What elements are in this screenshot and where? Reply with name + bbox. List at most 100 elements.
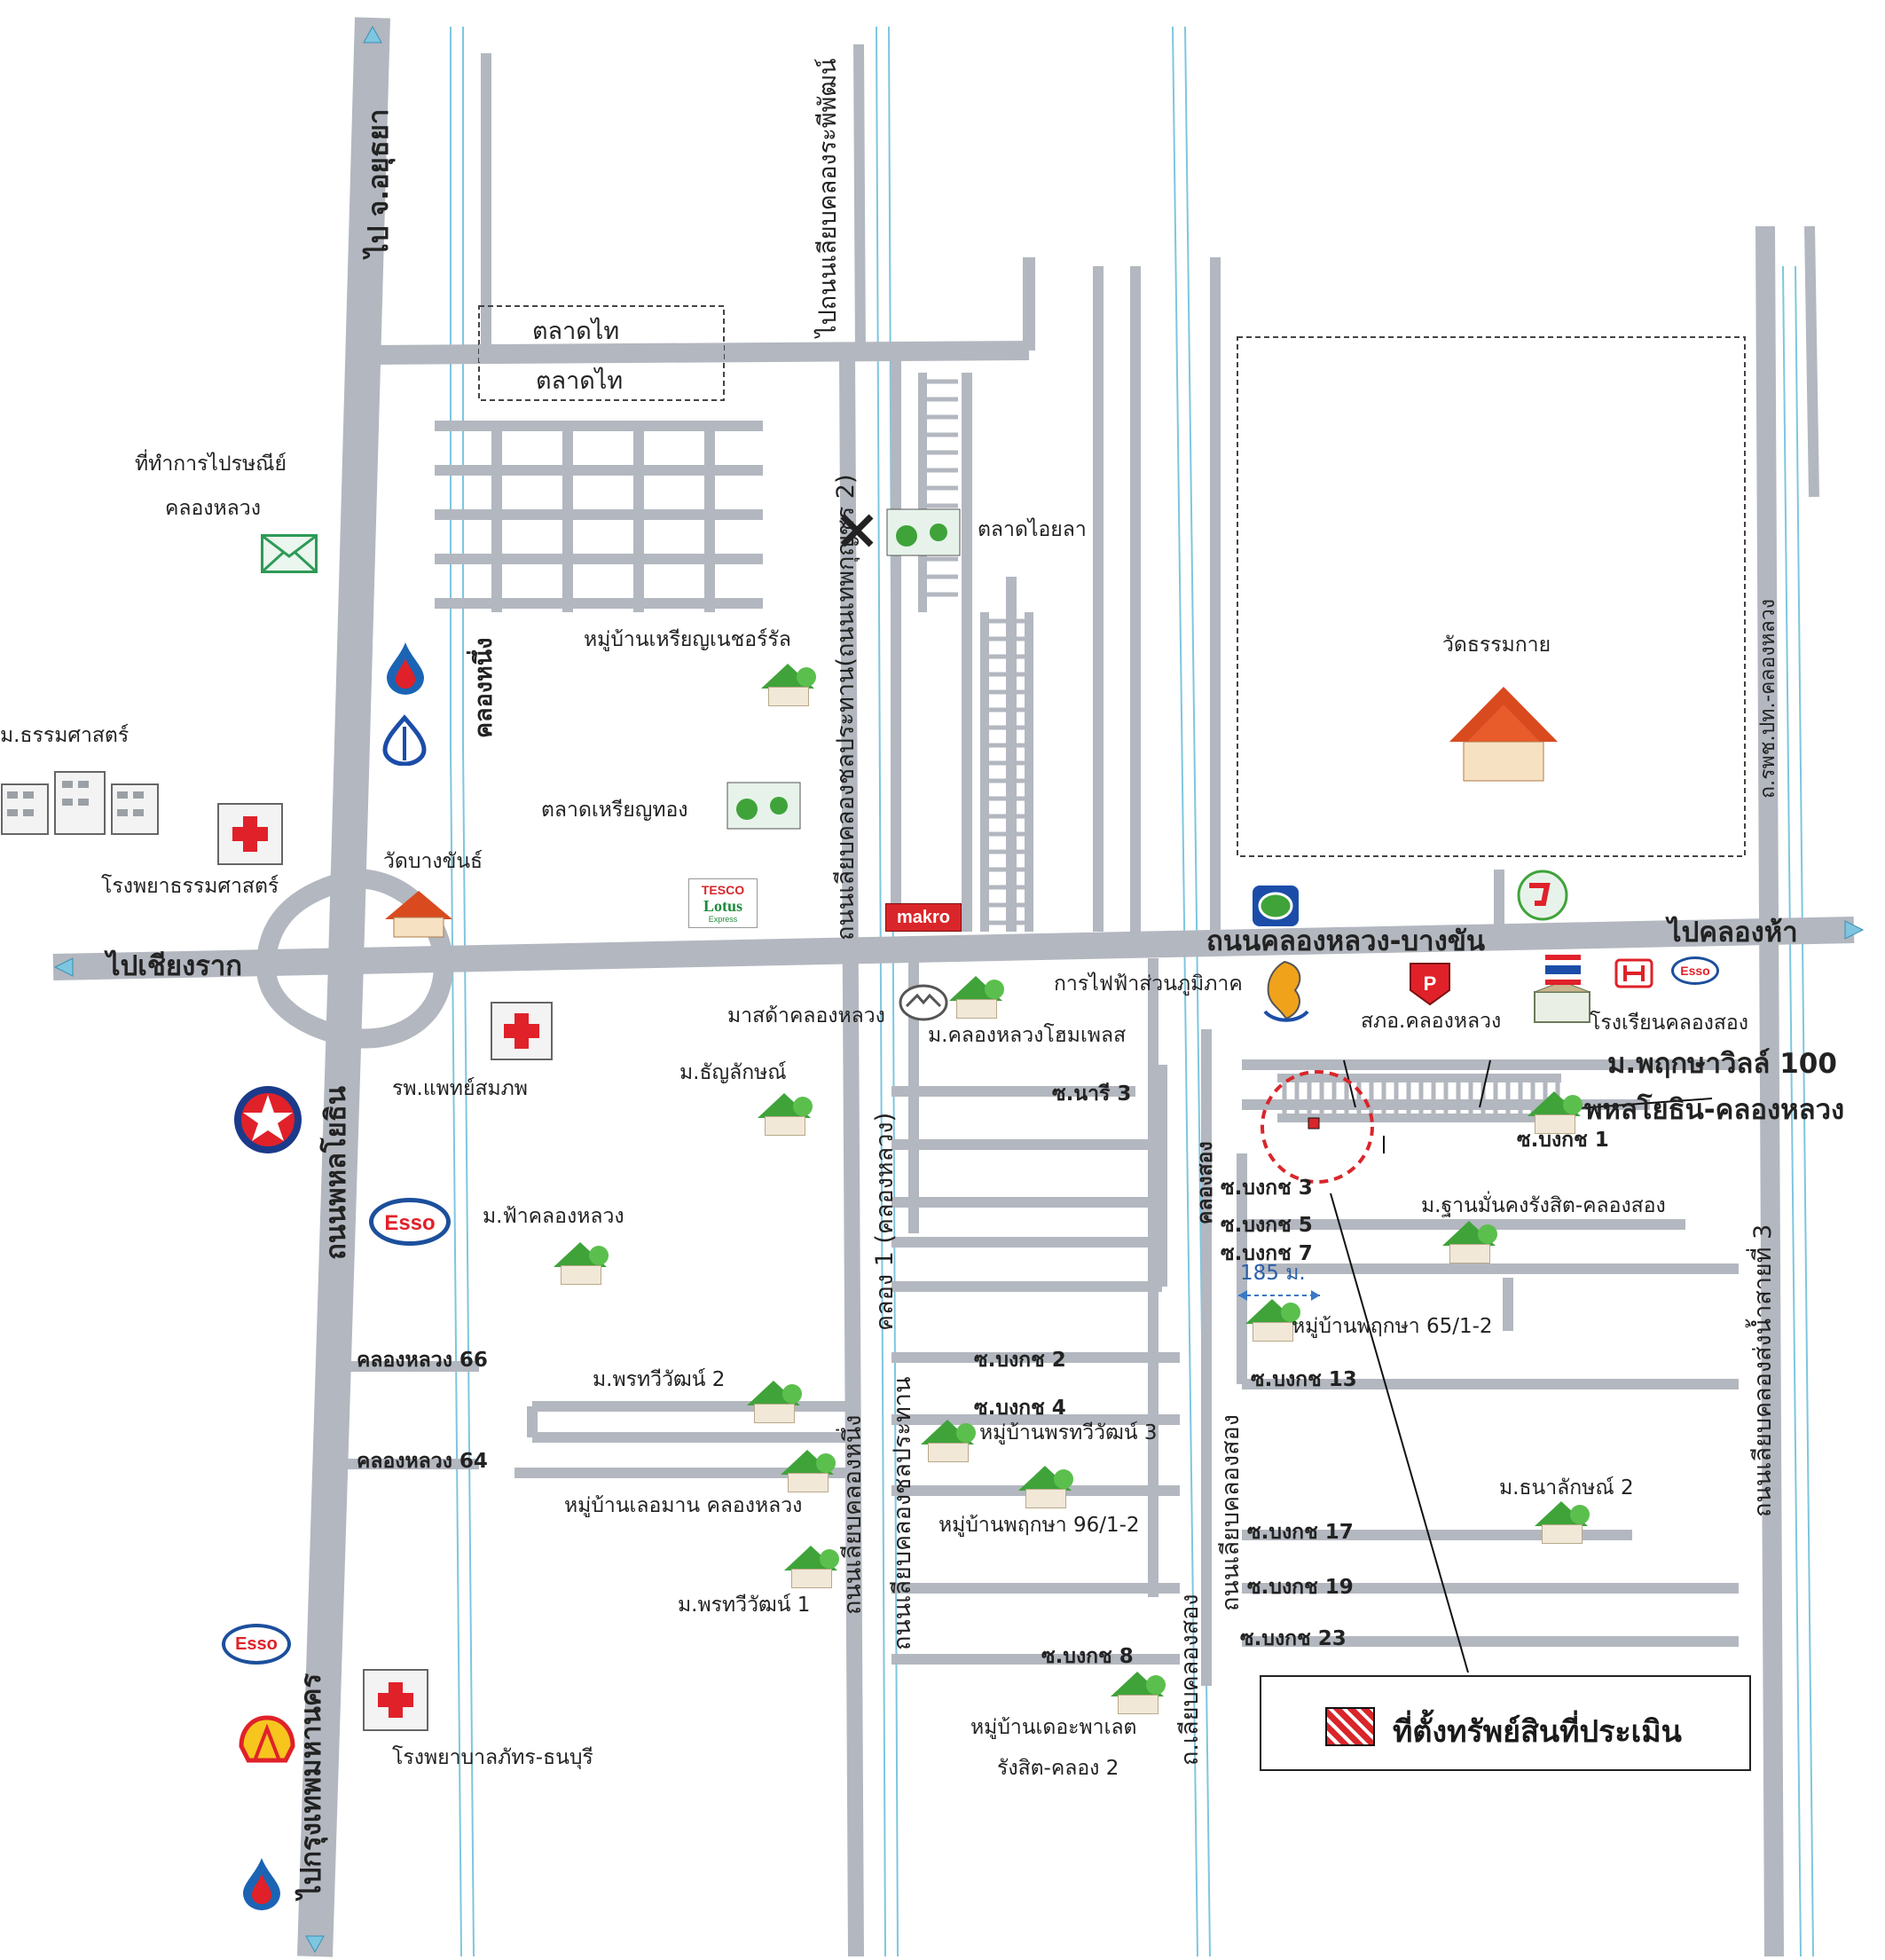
label-police: สภอ.คลองหลวง (1361, 1010, 1502, 1033)
ptt-icon (387, 642, 424, 695)
tesco-lotus-logo: TESCO Lotus Express (688, 878, 758, 928)
label-pruksa-villa-2: พหลโยธิน-คลองหลวง (1584, 1094, 1845, 1126)
label-talad-rien-thong: ตลาดเหรียญทอง (541, 799, 688, 822)
label-m-pornthawee-2: ม.พรทวีวัฒน์ 2 (593, 1368, 726, 1391)
label-pruksa-villa-1: ม.พฤกษาวิลล์ 100 (1607, 1048, 1837, 1080)
label-soi-bongkot-5: ซ.บงกช 5 (1221, 1214, 1313, 1237)
esso-text: Esso (235, 1634, 278, 1654)
label-post-office-2: คลองหลวง (165, 497, 261, 520)
svg-text:P: P (1424, 972, 1437, 995)
label-talad-thai-2: ตลาดไท (536, 367, 624, 395)
label-distance: 185 ม. (1240, 1262, 1306, 1285)
label-soi-bongkot-1: ซ.บงกช 1 (1517, 1129, 1609, 1152)
arrow-left-icon (53, 957, 74, 977)
esso-icon: Esso (1671, 956, 1719, 985)
house-icon (758, 664, 818, 708)
esso-text: Esso (1680, 964, 1710, 978)
label-m-fa: ม.ฟ้าคลองหลวง (483, 1205, 624, 1228)
honda-icon (1614, 958, 1653, 988)
label-khlong-luang-64: คลองหลวง 64 (357, 1450, 488, 1473)
label-leomarn: หมู่บ้านเลอมาน คลองหลวง (564, 1494, 803, 1517)
label-school: โรงเรียนคลองสอง (1590, 1011, 1748, 1035)
wat-dhammakaya-outline (1237, 336, 1746, 857)
label-right-road: ถ.รพช.ปท.-คลองหลวง (1756, 599, 1779, 799)
house-icon (550, 1242, 610, 1287)
label-soi-bongkot-3: ซ.บงกช 3 (1221, 1177, 1313, 1200)
label-talad-thai-1: ตลาดไท (532, 318, 620, 345)
traffic-light-icon (840, 514, 874, 547)
label-rp-phaet-sompop: รพ.แพทย์สมภพ (392, 1077, 528, 1100)
label-m-pornthawee-1: ม.พรทวีวัฒน์ 1 (678, 1594, 811, 1617)
label-khlong-song: คลองสอง (1194, 1141, 1217, 1224)
label-mazda: มาสด้าคลองหลวง (727, 1004, 885, 1027)
house-icon (777, 1450, 837, 1494)
ladder-roads (918, 373, 1033, 932)
esso-icon: Esso (369, 1198, 451, 1246)
label-pruksa-96: หมู่บ้านพฤกษา 96/1-2 (939, 1514, 1140, 1537)
label-khlong-nueng: คลองหนึ่ง (470, 637, 498, 738)
pt-logo-icon (1517, 870, 1568, 921)
arrow-right-icon (1844, 920, 1865, 940)
bangchak-station-icon (1253, 886, 1299, 926)
legend-box: ที่ตั้งทรัพย์สินที่ประเมิน (1260, 1675, 1751, 1771)
house-icon (1439, 1221, 1499, 1265)
label-road-phahonyothin: ถนนพหลโยธิน (320, 1086, 352, 1260)
label-pornthawee-3: หมู่บ้านพรทวีวัฒน์ 3 (979, 1421, 1158, 1444)
mail-icon (261, 534, 318, 573)
road-khlong-luang-bang-khan (52, 917, 1855, 980)
market-icon (886, 508, 961, 556)
house-icon (781, 1546, 841, 1590)
label-to-canal-road-phraphimol: ไปถนนเลียบคลองระพีพัฒน์ (814, 58, 842, 337)
label-soi-bongkot-2: ซ.บงกช 2 (974, 1349, 1066, 1372)
house-icon (1531, 1501, 1591, 1546)
express-text: Express (708, 915, 738, 924)
house-icon (946, 976, 1006, 1020)
label-canal-road-chonprathan: ถนนเลียบคลองชลประทาน (889, 1376, 916, 1650)
building-icon (1, 771, 159, 835)
house-icon (743, 1381, 804, 1425)
label-rien-nature: หมู่บ้านเหรียญเนชอร์รัล (584, 628, 791, 651)
label-soi-bongkot-7: ซ.บงกช 7 (1221, 1242, 1313, 1265)
label-right-canal-road: ถนนเลียบคลองส่งน้ำสายที่ 3 (1749, 1224, 1777, 1517)
flag-icon (1545, 955, 1581, 985)
caltex-icon (234, 1086, 302, 1153)
school-icon (1534, 980, 1590, 1023)
subject-site-circle (1261, 1070, 1374, 1184)
label-bhattara-hospital: โรงพยาบาลภัทร-ธนบุรี (392, 1746, 593, 1769)
label-to-ayutthaya: ไป จ.อยุธยา (363, 108, 395, 257)
legend-label: ที่ตั้งทรัพย์สินที่ประเมิน (1393, 1714, 1682, 1750)
canal-khlong-nueng (450, 27, 475, 1957)
house-icon (754, 1093, 814, 1137)
temple-icon (1449, 687, 1558, 782)
mazda-icon (899, 984, 948, 1021)
label-post-office-1: ที่ทำการไปรษณีย์ (135, 453, 287, 476)
interchange-loop (256, 869, 453, 1049)
esso-text: Esso (384, 1211, 436, 1235)
esso-icon: Esso (222, 1624, 291, 1665)
label-soi-bongkot-19: ซ.บงกช 19 (1247, 1576, 1354, 1599)
label-the-palace-2: รังสิต-คลอง 2 (997, 1757, 1119, 1780)
market-icon (727, 782, 801, 830)
road-canal-premprachakorn (839, 354, 864, 1957)
label-thammasat-u: ม.ธรรมศาสตร์ (0, 724, 130, 747)
house-icon (917, 1420, 978, 1464)
shell-icon (239, 1715, 295, 1763)
pea-icon (1263, 960, 1309, 1022)
bangchak-icon (382, 714, 427, 766)
label-talad-ai-la: ตลาดไอยลา (978, 518, 1087, 541)
house-icon (1107, 1672, 1167, 1716)
label-soi-bongkot-17: ซ.บงกช 17 (1247, 1521, 1354, 1544)
tesco-text: TESCO (701, 883, 745, 897)
mail-envelope-lines (263, 537, 315, 571)
hospital-icon (217, 803, 283, 865)
label-to-chiang-rak: ไปเชียงราก (106, 950, 243, 982)
house-icon (1242, 1299, 1302, 1343)
label-pea: การไฟฟ้าส่วนภูมิภาค (1054, 972, 1243, 996)
label-soi-nari-3: ซ.นารี 3 (1052, 1082, 1132, 1106)
label-to-bangkok: ไปกรุงเทพมหานคร (295, 1673, 327, 1899)
arrow-down-icon (305, 1935, 325, 1954)
label-home-place: ม.คลองหลวงโฮมเพลส (928, 1024, 1127, 1047)
label-soi-bongkot-23: ซ.บงกช 23 (1240, 1627, 1347, 1650)
label-thammasat-hospital: โรงพยาธรรมศาสตร์ (101, 875, 279, 898)
